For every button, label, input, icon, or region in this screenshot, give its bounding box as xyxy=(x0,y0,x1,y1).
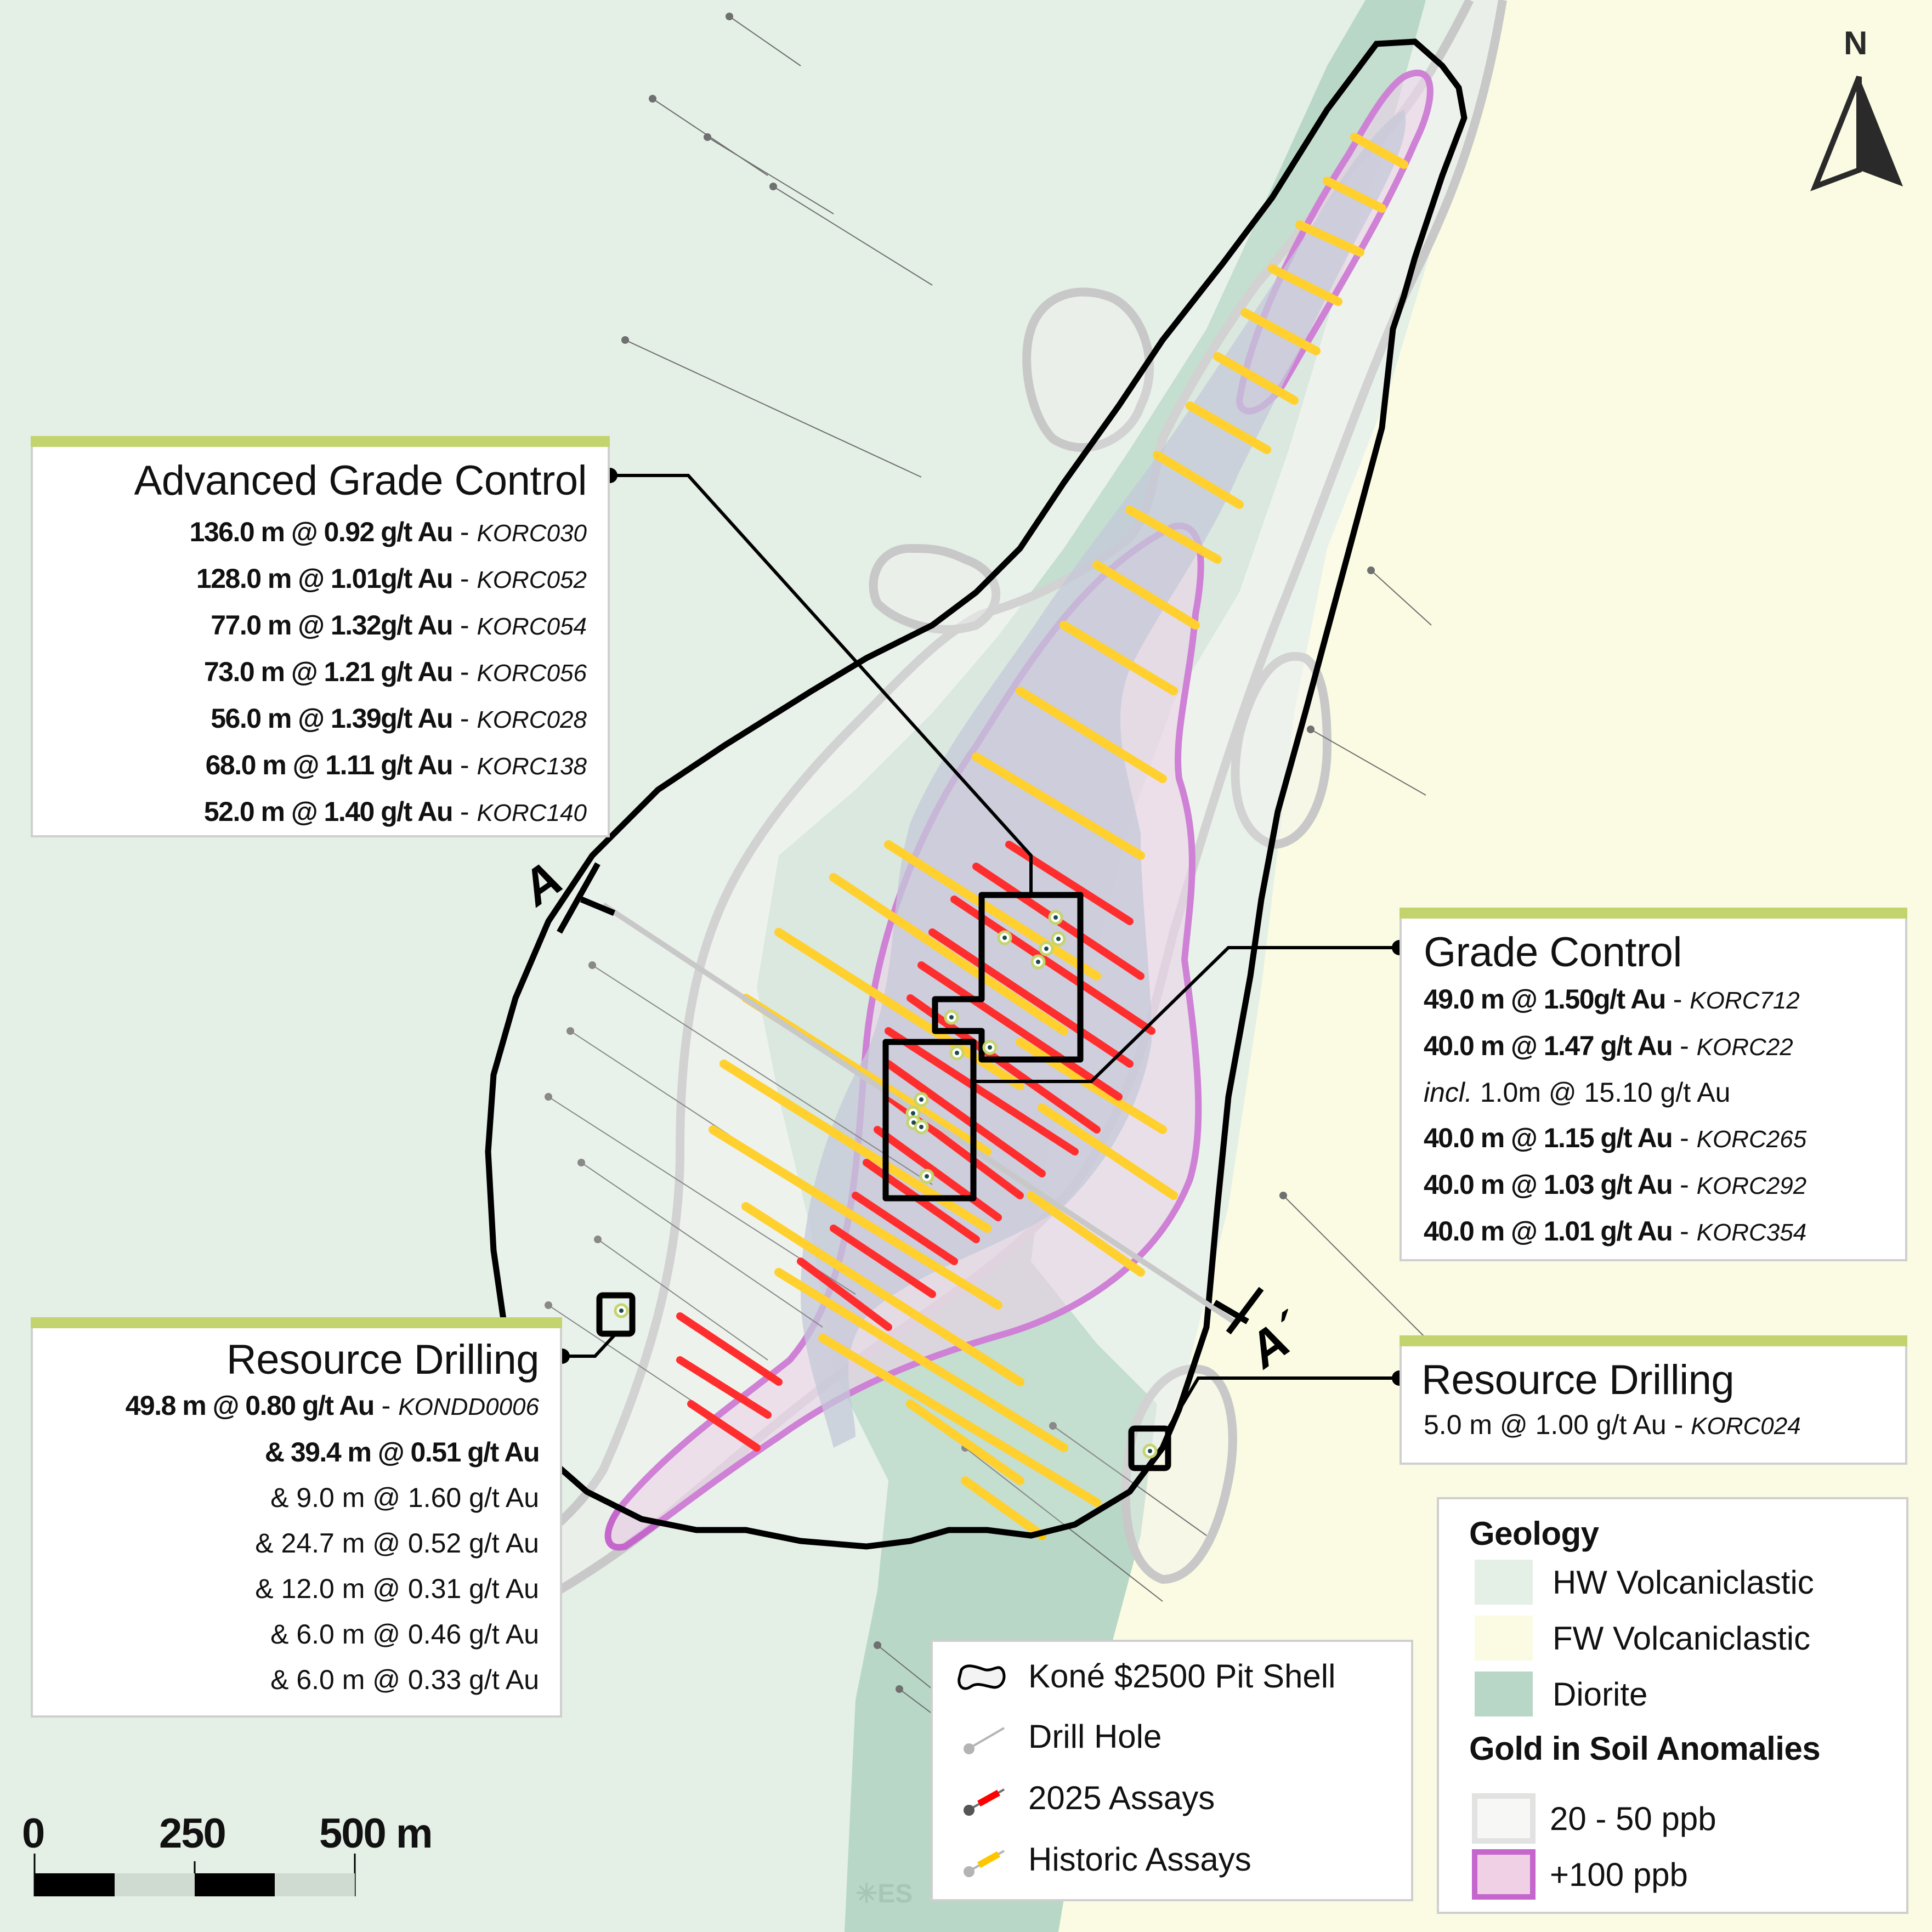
north-arrow-icon xyxy=(1810,76,1903,191)
diorite-swatch xyxy=(1475,1672,1533,1716)
historic-assay-icon xyxy=(964,1849,1005,1877)
intercept-row: 136.0 m @ 0.92 g/t Au - KORC030 xyxy=(189,517,587,547)
legend-item-hw-volcaniclastic: HW Volcaniclastic xyxy=(1475,1560,1814,1605)
intercept-row: 77.0 m @ 1.32g/t Au - KORC054 xyxy=(211,610,587,641)
panel-accent-bar xyxy=(1400,908,1907,919)
soil-20-50-swatch xyxy=(1472,1793,1536,1844)
intercept-row: 56.0 m @ 1.39g/t Au - KORC028 xyxy=(211,703,587,734)
intercept-row: 5.0 m @ 1.00 g/t Au - KORC024 xyxy=(1424,1409,1801,1440)
grade-control-panel: Grade Control 49.0 m @ 1.50g/t Au - KORC… xyxy=(1400,908,1907,1261)
fw-volcaniclastic-swatch xyxy=(1475,1616,1533,1661)
intercept-row: & 39.4 m @ 0.51 g/t Au xyxy=(264,1437,540,1468)
watermark-logo: ✳ES xyxy=(855,1879,913,1908)
legend-item-drill-hole: Drill Hole xyxy=(956,1718,1162,1755)
resource-drilling-east-panel: Resource Drilling 5.0 m @ 1.00 g/t Au - … xyxy=(1400,1335,1907,1465)
panel-title: Grade Control xyxy=(1424,929,1682,976)
scale-label-250: 250 xyxy=(159,1810,226,1857)
highlight-collars xyxy=(614,910,1158,1459)
intercept-row: & 24.7 m @ 0.52 g/t Au xyxy=(255,1528,539,1559)
legend-item-historic-assays: Historic Assays xyxy=(956,1840,1251,1878)
intercept-row: & 6.0 m @ 0.46 g/t Au xyxy=(270,1619,539,1650)
soil-anomalies-heading: Gold in Soil Anomalies xyxy=(1469,1730,1821,1767)
scale-label-0: 0 xyxy=(22,1810,45,1857)
hw-volcaniclastic-swatch xyxy=(1475,1560,1533,1605)
panel-accent-bar xyxy=(1400,1335,1907,1346)
geology-heading: Geology xyxy=(1469,1515,1599,1552)
intercept-row: & 9.0 m @ 1.60 g/t Au xyxy=(270,1482,539,1513)
soil-100-swatch xyxy=(1472,1849,1536,1900)
intercept-row: 68.0 m @ 1.11 g/t Au - KORC138 xyxy=(205,750,587,780)
intercept-row: 40.0 m @ 1.01 g/t Au - KORC354 xyxy=(1424,1216,1807,1247)
legend-item-fw-volcaniclastic: FW Volcaniclastic xyxy=(1475,1616,1810,1661)
intercept-row: 128.0 m @ 1.01g/t Au - KORC052 xyxy=(196,563,587,594)
intercept-row-included: incl. 1.0m @ 15.10 g/t Au xyxy=(1424,1077,1731,1108)
grade-control-boxes xyxy=(596,892,1171,1471)
intercept-row: 49.0 m @ 1.50g/t Au - KORC712 xyxy=(1424,984,1800,1015)
panel-title: Advanced Grade Control xyxy=(134,457,587,504)
resource-drilling-west-panel: Resource Drilling 49.8 m @ 0.80 g/t Au -… xyxy=(31,1317,562,1718)
intercept-row: 73.0 m @ 1.21 g/t Au - KORC056 xyxy=(203,656,587,687)
legend-item-soil-100: +100 ppb xyxy=(1472,1849,1688,1900)
intercept-row: & 6.0 m @ 0.33 g/t Au xyxy=(270,1664,539,1695)
leader-lines xyxy=(562,474,1400,1430)
legend-item-soil-20-50: 20 - 50 ppb xyxy=(1472,1793,1716,1844)
legend-item-pit-shell: Koné $2500 Pit Shell xyxy=(956,1657,1335,1695)
intercept-row: 52.0 m @ 1.40 g/t Au - KORC140 xyxy=(203,796,587,827)
north-label: N xyxy=(1844,25,1868,61)
intercept-row: 40.0 m @ 1.47 g/t Au - KORC22 xyxy=(1424,1030,1793,1061)
intercept-row: 40.0 m @ 1.03 g/t Au - KORC292 xyxy=(1424,1169,1807,1200)
legend-item-2025-assays: 2025 Assays xyxy=(956,1779,1215,1817)
scale-label-500: 500 m xyxy=(319,1810,433,1857)
intercept-row: 49.8 m @ 0.80 g/t Au - KONDD0006 xyxy=(125,1390,539,1421)
symbol-legend: Koné $2500 Pit Shell Drill Hole 2025 Ass… xyxy=(931,1640,1413,1901)
legend-item-diorite: Diorite xyxy=(1475,1672,1647,1716)
intercept-row: & 12.0 m @ 0.31 g/t Au xyxy=(255,1573,539,1604)
panel-accent-bar xyxy=(31,436,610,447)
intercept-row: 40.0 m @ 1.15 g/t Au - KORC265 xyxy=(1424,1123,1807,1153)
drill-hole-icon xyxy=(964,1726,1005,1754)
scale-bar-graphic xyxy=(33,1854,356,1896)
pit-shell-icon xyxy=(957,1664,1006,1690)
geology-legend: Geology HW Volcaniclastic FW Volcaniclas… xyxy=(1437,1497,1908,1914)
assay-2025-icon xyxy=(964,1788,1005,1816)
panel-title: Resource Drilling xyxy=(226,1336,540,1383)
panel-accent-bar xyxy=(31,1317,562,1328)
advanced-grade-control-panel: Advanced Grade Control 136.0 m @ 0.92 g/… xyxy=(31,436,610,837)
panel-title: Resource Drilling xyxy=(1421,1357,1735,1403)
